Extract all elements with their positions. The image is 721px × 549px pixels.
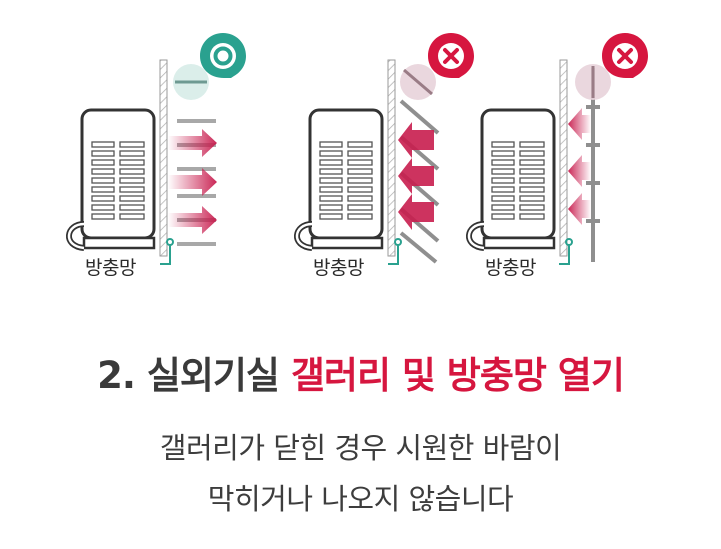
airflow-arrows bbox=[168, 129, 217, 234]
x-mark-icon bbox=[602, 33, 648, 78]
section-heading: 2. 실외기실 갤러리 및 방충망 열기 bbox=[0, 345, 721, 399]
screen-pointer bbox=[160, 238, 174, 265]
ac-outdoor-unit bbox=[466, 108, 556, 251]
panel-tilted bbox=[294, 33, 474, 265]
louver-detail-icon bbox=[400, 64, 436, 100]
gallery-louvers bbox=[586, 68, 600, 262]
screen-pointer bbox=[388, 238, 402, 265]
wall bbox=[159, 59, 168, 257]
circle-ok-icon bbox=[200, 33, 246, 78]
description-line-1: 갤러리가 닫힌 경우 시원한 바람이 bbox=[159, 431, 562, 465]
blocked-airflow-arrows bbox=[568, 108, 591, 225]
illustration bbox=[66, 33, 648, 265]
louver-detail-icon bbox=[575, 64, 611, 100]
description-line-2: 막히거나 나오지 않습니다 bbox=[207, 482, 514, 516]
wall bbox=[559, 59, 568, 257]
screen-label: 방충망 bbox=[485, 257, 536, 279]
x-mark-icon bbox=[428, 33, 474, 78]
heading-number: 2. bbox=[97, 354, 136, 397]
ac-outdoor-unit bbox=[294, 108, 384, 251]
screen-label: 방충망 bbox=[85, 257, 136, 279]
panel-open bbox=[66, 33, 246, 265]
ac-outdoor-unit bbox=[66, 108, 156, 251]
heading-accent-text: 갤러리 및 방충망 열기 bbox=[290, 354, 625, 397]
screen-pointer bbox=[559, 238, 573, 265]
blocked-airflow-arrows bbox=[398, 122, 434, 230]
panel-closed bbox=[466, 33, 648, 265]
heading-dark-text: 실외기실 bbox=[146, 354, 280, 397]
wall bbox=[387, 59, 396, 257]
louver-detail-icon bbox=[173, 64, 209, 100]
screen-label: 방충망 bbox=[313, 257, 364, 279]
